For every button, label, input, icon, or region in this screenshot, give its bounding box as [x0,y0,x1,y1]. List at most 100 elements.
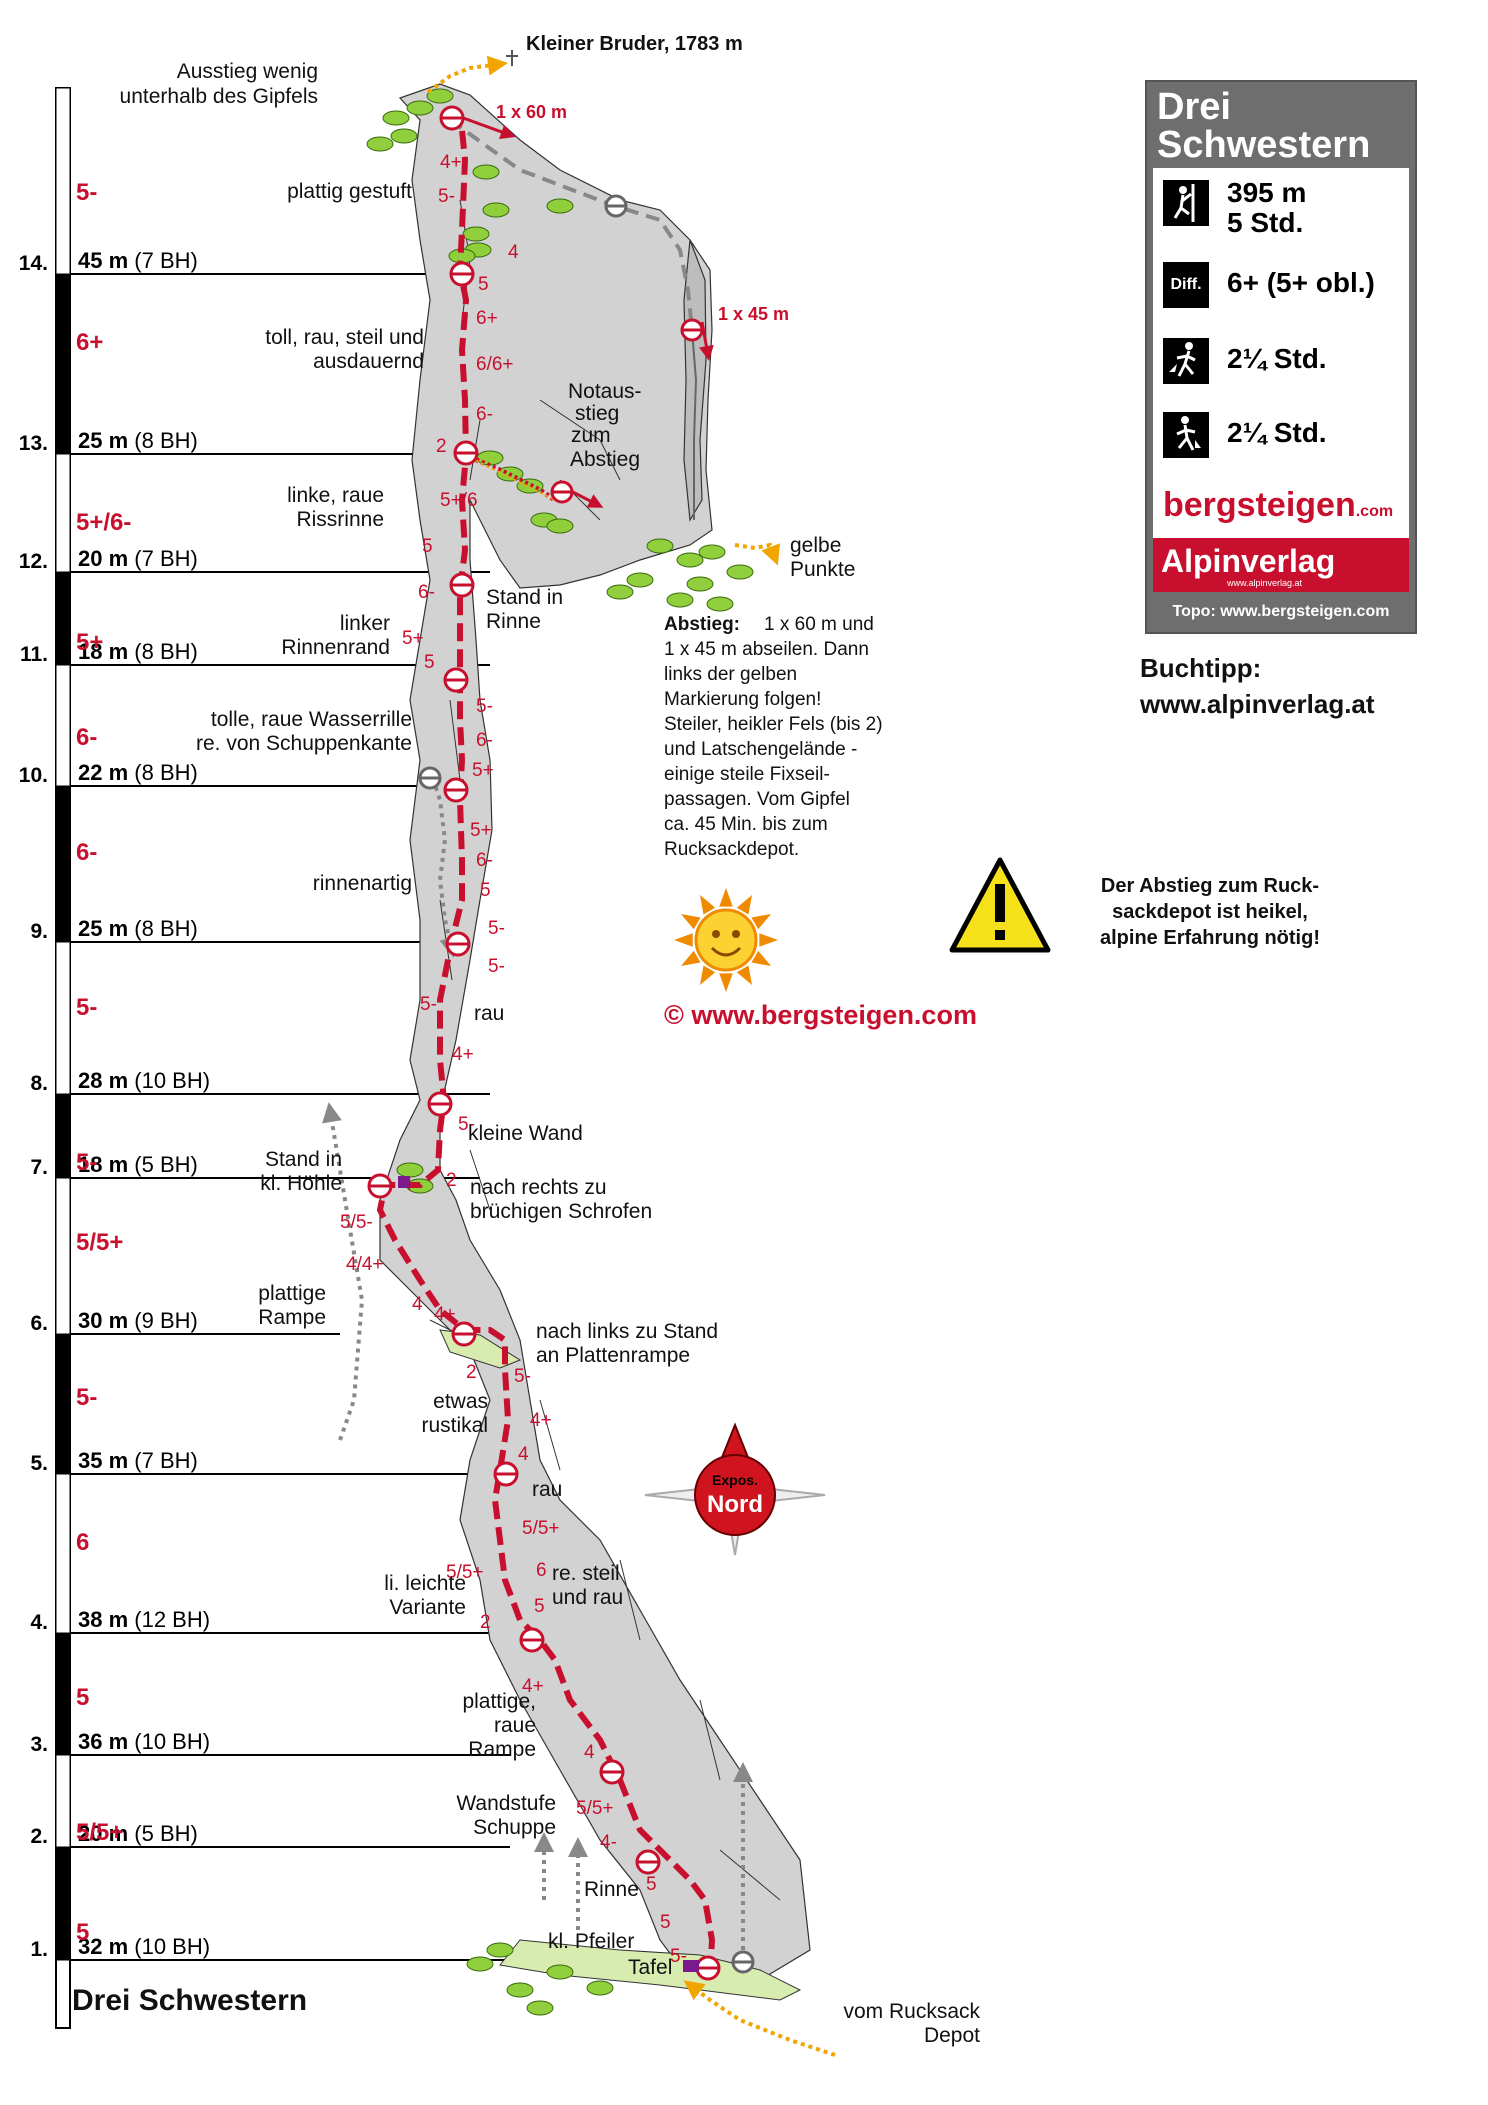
note-pfeiler: kl. Pfeiler [548,1930,634,1953]
svg-text:Rinnenrand: Rinnenrand [281,636,390,659]
pitch-grade: 5- [76,1149,97,1176]
bush [646,538,674,554]
scale-bar-segment [55,1093,71,1179]
pitch-length-value: 38 m [78,1607,128,1632]
svg-text:Schuppe: Schuppe [473,1816,556,1839]
descent-line: 1 x 60 m und [764,614,874,635]
rappel-stations [418,194,755,1974]
vegetation [366,88,754,2016]
sun-ray [751,950,772,966]
note-li-leichte-1: li. leichte [384,1572,466,1595]
route-grade-label: 5- [476,696,493,717]
svg-text:tolle, raue Wasserrille: tolle, raue Wasserrille [211,708,412,731]
svg-text:Wandstufe: Wandstufe [456,1792,556,1815]
svg-text:Rissrinne: Rissrinne [296,508,384,531]
svg-text:linker: linker [340,612,390,635]
pitch-bolts: (7 BH) [128,546,198,571]
pitch-bolts: (5 BH) [128,1821,198,1846]
book-tip-label: Buchtipp: [1140,653,1262,683]
sun-ray [700,965,716,986]
bush [466,1956,494,1972]
sun-icon [674,888,778,992]
note-stand-rinne-1: Stand in [486,586,563,609]
sun-ray [751,914,772,930]
abseil-line [448,118,694,331]
descent-line: Rucksackdepot. [664,839,799,860]
svg-text:stieg: stieg [575,402,619,425]
pitch-bolts: (8 BH) [128,916,198,941]
scale-bar-segment [55,1846,71,1961]
annotations: Ausstieg wenig unterhalb des Gipfels pla… [120,60,981,2047]
bergsteigen-logo-text: bergsteigen [1163,486,1356,524]
note-rau-1: rau [474,1002,504,1025]
route-grade-label: 2 [480,1612,491,1633]
pitch-number: 14. [19,252,48,275]
note-rau-2: rau [532,1478,562,1501]
copyright-text: © www.bergsteigen.com [664,1000,977,1030]
pitch-grade: 5+/6- [76,509,131,536]
bush [606,584,634,600]
route-grade-label: 5- [670,1946,687,1967]
pitch-grade: 5 [76,1684,89,1711]
svg-text:unterhalb des Gipfels: unterhalb des Gipfels [120,85,318,108]
warning-line-1: Der Abstieg zum Ruck- [1101,875,1319,897]
pitch-length: 32 m (10 BH) [78,1934,210,1959]
pitch-length: 30 m (9 BH) [78,1308,198,1333]
descent-line: 1 x 45 m abseilen. Dann [664,639,869,660]
bush [546,1964,574,1980]
svg-text:rinnenartig: rinnenartig [313,872,412,895]
note-rissrinne-1: linke, raue [287,484,384,507]
warning-line-3: alpine Erfahrung nötig! [1100,927,1320,949]
sun-ray [736,965,752,986]
note-notausstieg-3: zum [571,424,611,447]
route-grade-label: 4/4+ [346,1254,384,1275]
note-toll-2: ausdauernd [313,350,424,373]
pitch-number: 7. [30,1156,48,1179]
pitch-number: 1. [30,1938,48,1961]
svg-text:Rampe: Rampe [258,1306,326,1329]
route-grade-label: 5- [514,1366,531,1387]
svg-text:rau: rau [474,1002,504,1025]
pitch-bolts: (5 BH) [128,1152,198,1177]
descent-line: einige steile Fixseil- [664,764,830,785]
pitch-bolts: (8 BH) [128,428,198,453]
route-grade-label: 5+ [472,760,494,781]
svg-text:rau: rau [532,1478,562,1501]
pitch-length-value: 18 m [78,1152,128,1177]
note-kleine-wand: kleine Wand [468,1122,583,1145]
summit-cross-icon [506,50,518,66]
route-grade-label: 4+ [522,1676,544,1697]
bush [698,544,726,560]
pitch-bolts: (8 BH) [128,639,198,664]
descent-heading: Abstieg: [664,614,740,635]
svg-text:Tafel: Tafel [628,1956,672,1979]
bush [586,1980,614,1996]
svg-text:plattig gestuft: plattig gestuft [287,180,412,203]
pitch-grade: 6 [76,1529,89,1556]
svg-text:alpine Erfahrung nötig!: alpine Erfahrung nötig! [1100,927,1320,949]
svg-text:linke, raue: linke, raue [287,484,384,507]
route-grade-label: 5 [480,880,491,901]
route-grade-label: 5/5+ [522,1518,560,1539]
svg-text:raue: raue [494,1714,536,1737]
compass-icon: Expos. Nord [644,1422,826,1556]
sun-ray [719,888,733,907]
svg-text:Abstieg: Abstieg [570,448,640,471]
bush [366,136,394,152]
pitch-length: 36 m (10 BH) [78,1729,210,1754]
route-grade-label: 2 [436,436,447,457]
note-re-steil-2: und rau [552,1586,623,1609]
route-grade-label: 4+ [440,152,462,173]
scale-bar-segment [55,571,71,666]
route-grade-label: 5 [422,536,433,557]
svg-text:plattige,: plattige, [462,1690,536,1713]
pitch-bolts: (10 BH) [128,1729,210,1754]
note-wandstufe-2: Schuppe [473,1816,556,1839]
note-plattig-gestuft: plattig gestuft [287,180,412,203]
route-grade-label: 4+ [530,1410,552,1431]
svg-text:ausdauernd: ausdauernd [313,350,424,373]
bergsteigen-logo-suffix: .com [1355,503,1394,520]
bush [382,110,410,126]
sun-ray [680,950,701,966]
